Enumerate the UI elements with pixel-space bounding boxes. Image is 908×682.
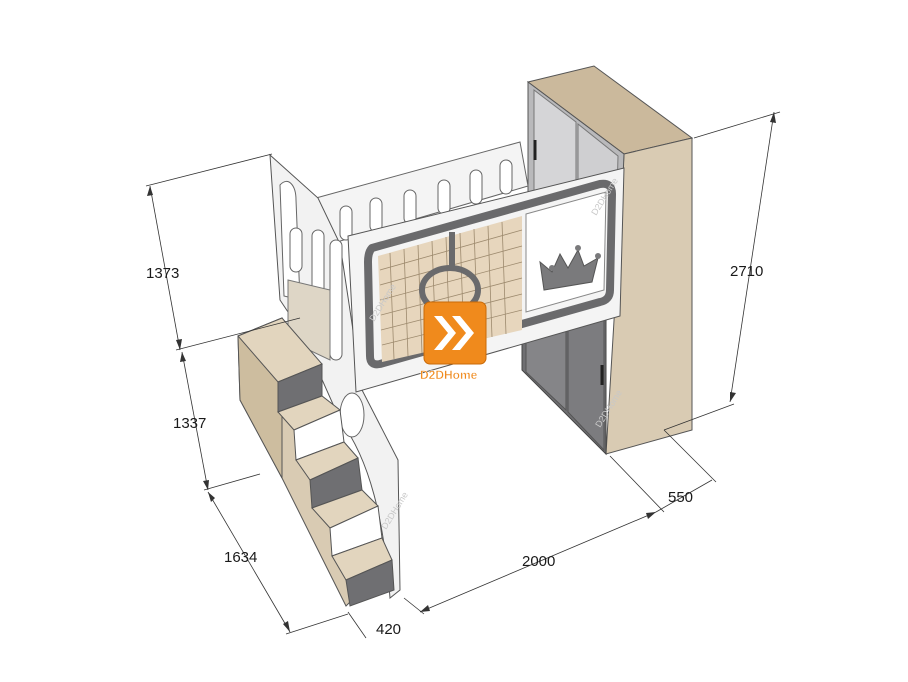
crown-jewel <box>549 265 555 271</box>
dimension-lines <box>145 111 781 639</box>
rail-slot <box>469 169 483 205</box>
dim-stair-depth: 1634 <box>224 549 257 566</box>
stair-riser-5 <box>345 559 395 607</box>
rail-slot <box>403 189 417 225</box>
chevron-right-icon <box>434 316 456 350</box>
dim-stair-width: 420 <box>376 621 401 638</box>
dim-total-height: 2710 <box>730 263 763 280</box>
rail-slot <box>369 197 383 233</box>
crown-icon <box>539 248 599 291</box>
wardrobe-side <box>605 137 693 455</box>
dim-lower-height: 1337 <box>173 415 206 432</box>
rail-slot <box>339 205 353 241</box>
front-guard-frame <box>364 179 616 369</box>
rail-slot <box>437 179 451 215</box>
dimension-arrows <box>147 112 776 632</box>
rail-slot <box>499 159 513 195</box>
d2dhome-logo: D2DHome <box>420 301 487 382</box>
porthole-window <box>339 392 365 438</box>
end-panel-slot <box>289 227 303 273</box>
staircase <box>237 317 395 607</box>
crown-jewel <box>595 253 601 259</box>
crown-jewel <box>575 245 581 251</box>
dim-upper-height: 1373 <box>146 265 179 282</box>
dim-bed-length: 2000 <box>522 553 555 570</box>
chevron-right-icon <box>452 316 474 350</box>
end-panel-slot <box>329 239 343 361</box>
front-guard <box>347 167 625 393</box>
logo-name: D2DHome <box>420 368 478 382</box>
dim-wardrobe-depth: 550 <box>668 489 693 506</box>
